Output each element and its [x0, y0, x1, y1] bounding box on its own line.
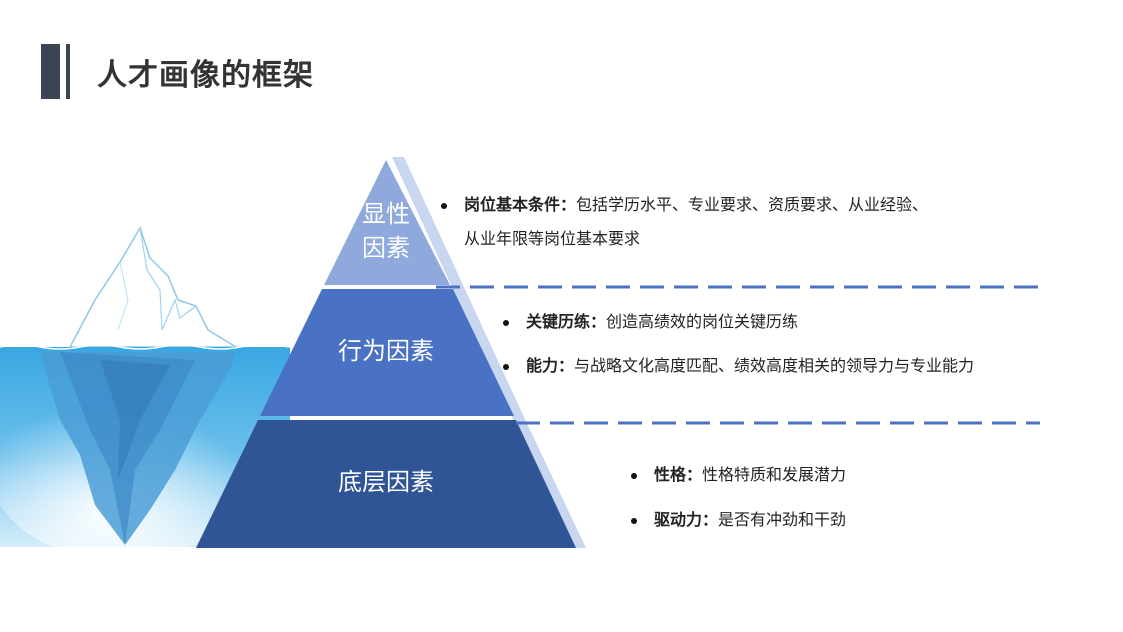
bullet-term: 驱动力：	[654, 510, 719, 529]
bullet-term: 性格：	[654, 465, 703, 484]
bullet-item: 能力：与战略文化高度匹配、绩效高度相关的领导力与专业能力	[500, 354, 974, 378]
tier-label-middle: 行为因素	[338, 337, 434, 365]
bullet-desc-continued: 从业年限等岗位基本要求	[464, 229, 641, 248]
bullet-desc: 创造高绩效的岗位关键历练	[606, 312, 799, 331]
tier-label-top: 显性 因素	[362, 200, 410, 262]
bullet-desc: 与战略文化高度匹配、绩效高度相关的领导力与专业能力	[574, 356, 975, 375]
iceberg-underwater	[40, 352, 236, 545]
tier-label-bottom: 底层因素	[338, 468, 434, 496]
pyramid-tier-bottom	[196, 420, 576, 548]
bullet-dot	[503, 364, 509, 370]
bullet-item: 关键历练：创造高绩效的岗位关键历练	[500, 310, 974, 334]
bullet-dot	[441, 203, 447, 209]
bullet-dot	[503, 320, 509, 326]
title-accent-bar	[41, 44, 60, 99]
pyramid-tier-top	[324, 160, 450, 285]
bullet-desc: 是否有冲劲和干劲	[718, 510, 847, 529]
bullet-term: 能力：	[526, 356, 575, 375]
title-accent-line	[66, 44, 70, 99]
bullets-bottom-tier: 性格：性格特质和发展潜力 驱动力：是否有冲劲和干劲	[628, 463, 846, 532]
pyramid-tier-middle	[260, 289, 514, 416]
bullets-middle-tier: 关键历练：创造高绩效的岗位关键历练 能力：与战略文化高度匹配、绩效高度相关的领导…	[500, 310, 974, 378]
iceberg-tip	[68, 226, 239, 348]
bullet-term: 关键历练：	[526, 312, 607, 331]
page-title: 人才画像的框架	[97, 58, 314, 93]
bullet-item: 驱动力：是否有冲劲和干劲	[628, 508, 846, 532]
bullet-desc: 性格特质和发展潜力	[702, 465, 847, 484]
bullet-item: 性格：性格特质和发展潜力	[628, 463, 846, 487]
bullet-term: 岗位基本条件：	[464, 195, 577, 214]
bullet-desc: 包括学历水平、专业要求、资质要求、从业经验、	[576, 195, 929, 214]
bullet-dot	[631, 473, 637, 479]
bullet-dot	[631, 518, 637, 524]
bullets-top-tier: 岗位基本条件：包括学历水平、专业要求、资质要求、从业经验、 从业年限等岗位基本要…	[438, 188, 928, 256]
bullet-item: 岗位基本条件：包括学历水平、专业要求、资质要求、从业经验、 从业年限等岗位基本要…	[438, 188, 928, 256]
